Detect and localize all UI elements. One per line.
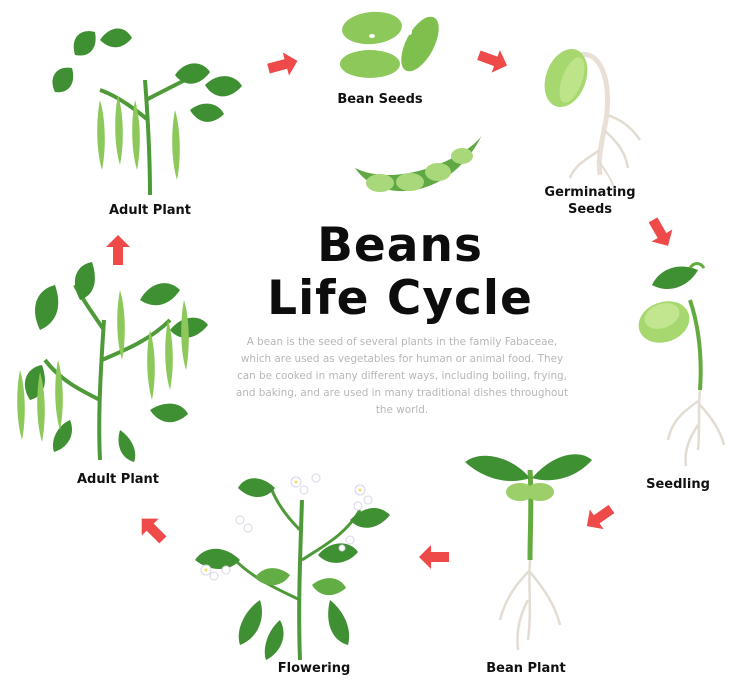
sprout-icon	[537, 43, 640, 192]
bean-pod-icon	[355, 135, 482, 192]
label-germinating-seeds: Germinating Seeds	[530, 184, 650, 218]
label-adult-plant-lower: Adult Plant	[58, 472, 178, 487]
bean-seed-icon	[340, 9, 446, 78]
title-line-2: Life Cycle	[200, 275, 600, 322]
label-bean-seeds: Bean Seeds	[320, 92, 440, 107]
flowering-plant-icon	[195, 474, 390, 660]
adult-bean-plant-icon-top	[52, 28, 242, 195]
seedling-icon	[633, 264, 724, 467]
title-line-1: Beans	[200, 222, 600, 269]
description-text: A bean is the seed of several plants in …	[233, 334, 571, 419]
label-adult-plant-upper: Adult Plant	[90, 203, 210, 218]
bean-plant-icon	[465, 454, 592, 650]
adult-bean-plant-icon	[17, 262, 208, 462]
label-bean-plant: Bean Plant	[466, 661, 586, 676]
label-flowering: Flowering	[254, 661, 374, 676]
label-seedling: Seedling	[632, 477, 724, 492]
